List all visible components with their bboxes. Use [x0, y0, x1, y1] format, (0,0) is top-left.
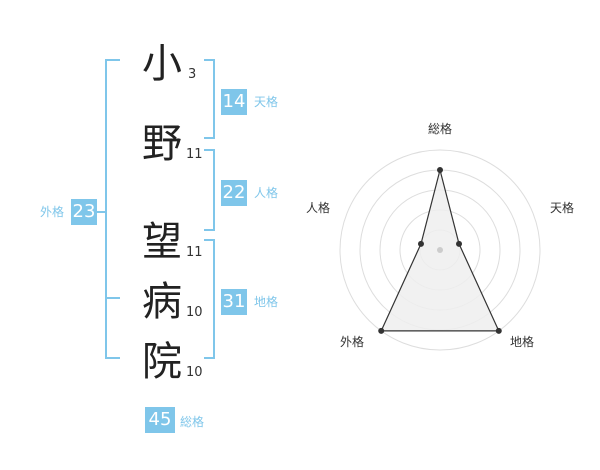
name-char-1: 小 [142, 41, 182, 87]
radar-point-3 [495, 327, 502, 334]
name-char-2: 野 [142, 121, 182, 167]
radar-grid-ring-5 [339, 149, 541, 351]
stroke-count-4: 10 [186, 305, 203, 320]
name-char-4: 病 [142, 279, 182, 325]
radar-axis-label-3: 地格 [510, 335, 535, 349]
chikaku-value: 31 [221, 289, 247, 315]
radar-center-dot [437, 247, 443, 253]
chikaku-label: 地格 [254, 295, 279, 309]
radar-point-5 [417, 240, 424, 247]
name-char-5: 院 [142, 339, 182, 385]
stroke-count-2: 11 [186, 147, 203, 162]
tenkaku-bracket [204, 59, 215, 139]
stroke-count-5: 10 [186, 365, 203, 380]
jinkaku-bracket [204, 149, 215, 231]
chikaku-bracket [204, 239, 215, 359]
jinkaku-label: 人格 [254, 186, 279, 200]
radar-point-4 [378, 327, 385, 334]
soukaku-value: 45 [145, 407, 175, 433]
tenkaku-value: 14 [221, 89, 247, 115]
name-char-3: 望 [142, 219, 182, 265]
stroke-count-1: 3 [188, 67, 197, 82]
gaikaku-label: 外格 [40, 205, 65, 219]
radar-axis-label-4: 外格 [340, 335, 365, 349]
jinkaku-value: 22 [221, 180, 247, 206]
radar-point-1 [437, 167, 443, 173]
soukaku-label: 総格 [180, 415, 205, 429]
radar-axis-label-1: 総格 [428, 122, 453, 136]
radar-axis-label-5: 人格 [306, 201, 331, 215]
gaikaku-bracket [105, 59, 120, 359]
stroke-count-3: 11 [186, 245, 203, 260]
tenkaku-label: 天格 [254, 95, 279, 109]
gaikaku-value: 23 [71, 199, 97, 225]
radar-point-2 [456, 240, 463, 247]
radar-axis-label-2: 天格 [550, 201, 575, 215]
